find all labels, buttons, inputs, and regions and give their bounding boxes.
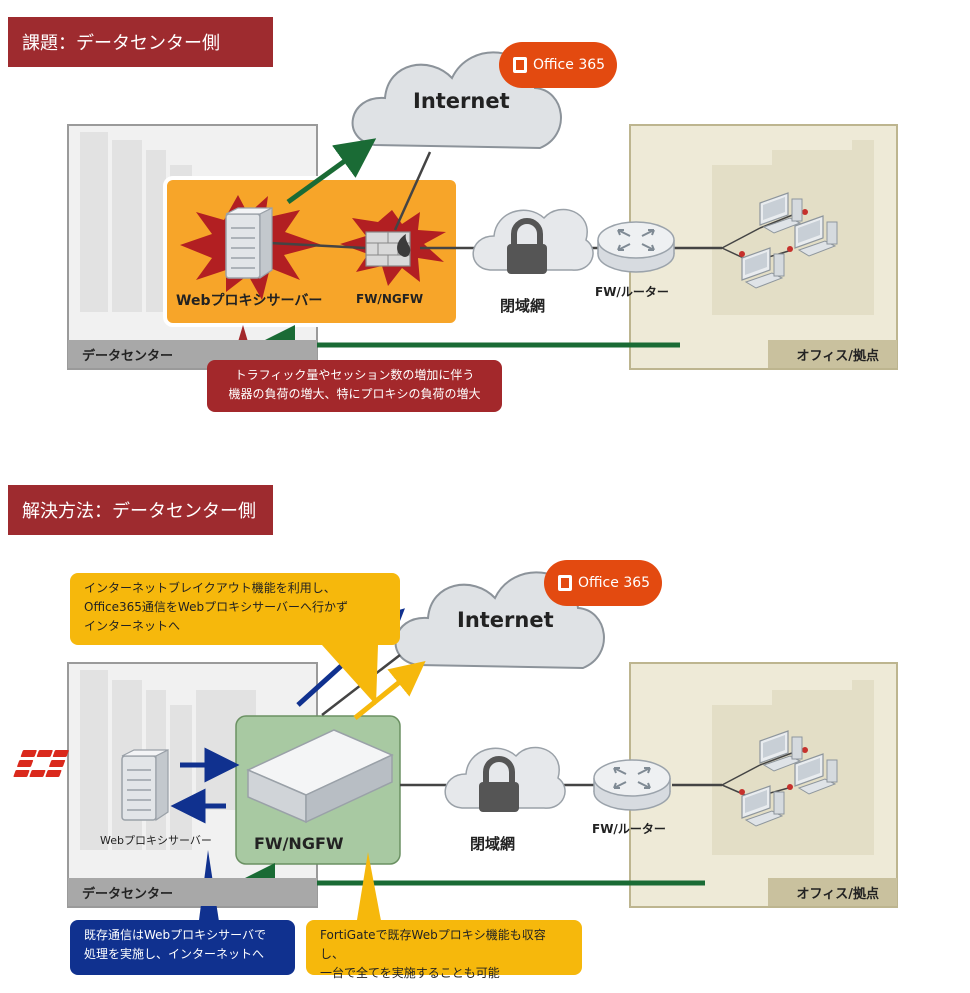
closed-network-cloud-1 [472, 208, 594, 274]
firewall-icon-1 [365, 231, 411, 267]
callout-breakout: インターネットブレイクアウト機能を利用し、 Office365通信をWebプロキ… [70, 573, 400, 645]
office365-badge-2: Office 365 [544, 560, 662, 606]
callout-existing-line-1: 既存通信はWebプロキシサーバで [84, 928, 267, 942]
proxy-server-icon-2 [121, 749, 169, 821]
callout-pointer-fortigate [356, 852, 382, 926]
closed-net-label-1: 閉域網 [500, 297, 546, 315]
callout-fortigate-line-2: 一台で全てを実施することも可能 [320, 966, 500, 980]
section-title-challenge: 課題：データセンター側 [8, 17, 273, 67]
callout-fortigate-line-1: FortiGateで既存Webプロキシ機能も収容し、 [320, 928, 546, 961]
callout-challenge-line-2: 機器の負荷の増大、特にプロキシの負荷の増大 [228, 387, 481, 401]
fw-label-1: FW/NGFW [356, 292, 424, 306]
callout-pointer-breakout [322, 645, 378, 705]
proxy-label-1: Webプロキシサーバー [176, 293, 323, 309]
router-icon-2 [593, 759, 671, 811]
internet-label-2: Internet [457, 608, 554, 632]
router-label-2: FW/ルーター [592, 822, 666, 836]
callout-breakout-line-1: インターネットブレイクアウト機能を利用し、 [84, 581, 336, 595]
datacenter-label-1: データセンター [68, 340, 317, 368]
callout-breakout-line-3: インターネットへ [84, 619, 181, 633]
office-label-2: オフィス/拠点 [768, 878, 897, 906]
office365-label-2: Office 365 [578, 575, 651, 591]
office-label-1: オフィス/拠点 [768, 340, 897, 368]
callout-fortigate: FortiGateで既存Webプロキシ機能も収容し、 一台で全てを実施することも… [306, 920, 582, 980]
fw-label-2: FW/NGFW [254, 834, 344, 853]
router-label-1: FW/ルーター [595, 285, 669, 299]
fortigate-appliance-icon [13, 729, 394, 824]
closed-net-label-2: 閉域網 [470, 835, 516, 853]
office-building-bg-2 [712, 680, 874, 855]
office-lan-dots-1 [739, 209, 808, 257]
router-icon-1 [597, 221, 675, 273]
callout-breakout-line-2: Office365通信をWebプロキシサーバーへ行かず [84, 600, 348, 614]
section-title-solution: 解決方法：データセンター側 [8, 485, 273, 535]
arrow-to-internet-1 [286, 138, 377, 205]
callout-challenge-line-1: トラフィック量やセッション数の増加に伴う [234, 368, 475, 382]
office365-label-1: Office 365 [533, 57, 606, 73]
datacenter-label-2: データセンター [68, 878, 317, 906]
office365-badge-1: Office 365 [499, 42, 617, 88]
callout-existing-traffic: 既存通信はWebプロキシサーバで 処理を実施し、インターネットへ [70, 920, 295, 975]
closed-network-cloud-2 [444, 746, 566, 812]
callout-existing-line-2: 処理を実施し、インターネットへ [84, 947, 265, 961]
proxy-server-icon-1 [225, 207, 273, 279]
office-building-bg-1 [712, 140, 874, 315]
proxy-label-2: Webプロキシサーバー [100, 834, 212, 847]
office-lan-dots-2 [739, 747, 808, 795]
office365-logo-icon [513, 57, 527, 73]
internet-label-1: Internet [413, 89, 510, 113]
callout-challenge: トラフィック量やセッション数の増加に伴う 機器の負荷の増大、特にプロキシの負荷の… [207, 360, 502, 412]
datacenter-region-2 [67, 662, 318, 908]
office365-logo-icon [558, 575, 572, 591]
